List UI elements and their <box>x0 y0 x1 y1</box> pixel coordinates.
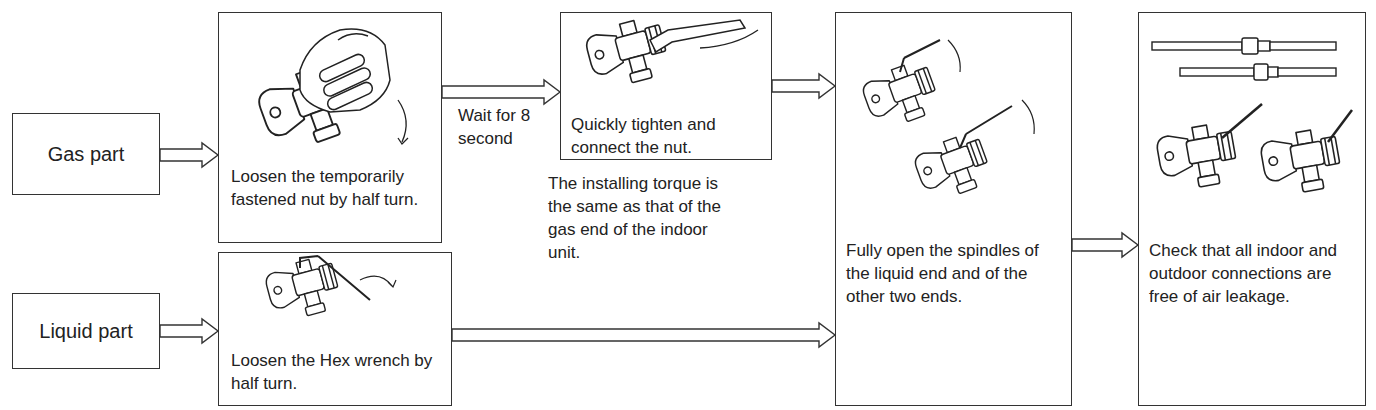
step-text: Loosen the temporarily fastened nut by h… <box>231 165 436 211</box>
part-box: Gas part <box>12 113 160 195</box>
hollow-arrow <box>160 143 218 167</box>
note-text: The installing torque is the same as tha… <box>548 172 728 264</box>
hollow-arrow <box>452 323 835 347</box>
step-box: Check that all indoor and outdoor connec… <box>1138 12 1366 406</box>
hollow-arrow <box>160 319 218 343</box>
step-text: Fully open the spindles of the liquid en… <box>846 239 1061 308</box>
step-box: Loosen the temporarily fastened nut by h… <box>218 12 442 243</box>
valves-opening <box>859 40 1034 204</box>
arrow-label: Wait for 8 second <box>458 104 558 150</box>
valve-with-wrench <box>583 14 758 91</box>
hollow-arrow <box>772 74 835 98</box>
part-label: Liquid part <box>39 319 132 343</box>
part-label: Gas part <box>48 142 125 166</box>
step-box: Loosen the Hex wrench by half turn. <box>218 252 452 406</box>
hollow-arrow <box>442 80 560 104</box>
step-text: Quickly tighten and connect the nut. <box>571 113 766 159</box>
step-box: Quickly tighten and connect the nut. <box>560 12 772 160</box>
hollow-arrow <box>1072 233 1138 257</box>
step-box: Fully open the spindles of the liquid en… <box>835 12 1072 406</box>
part-box: Liquid part <box>12 293 160 369</box>
valve-with-hand <box>254 29 408 157</box>
connections-check <box>1152 38 1352 198</box>
step-text: Loosen the Hex wrench by half turn. <box>231 349 441 395</box>
step-text: Check that all indoor and outdoor connec… <box>1149 239 1359 308</box>
valve-with-hex-wrench <box>263 254 396 324</box>
